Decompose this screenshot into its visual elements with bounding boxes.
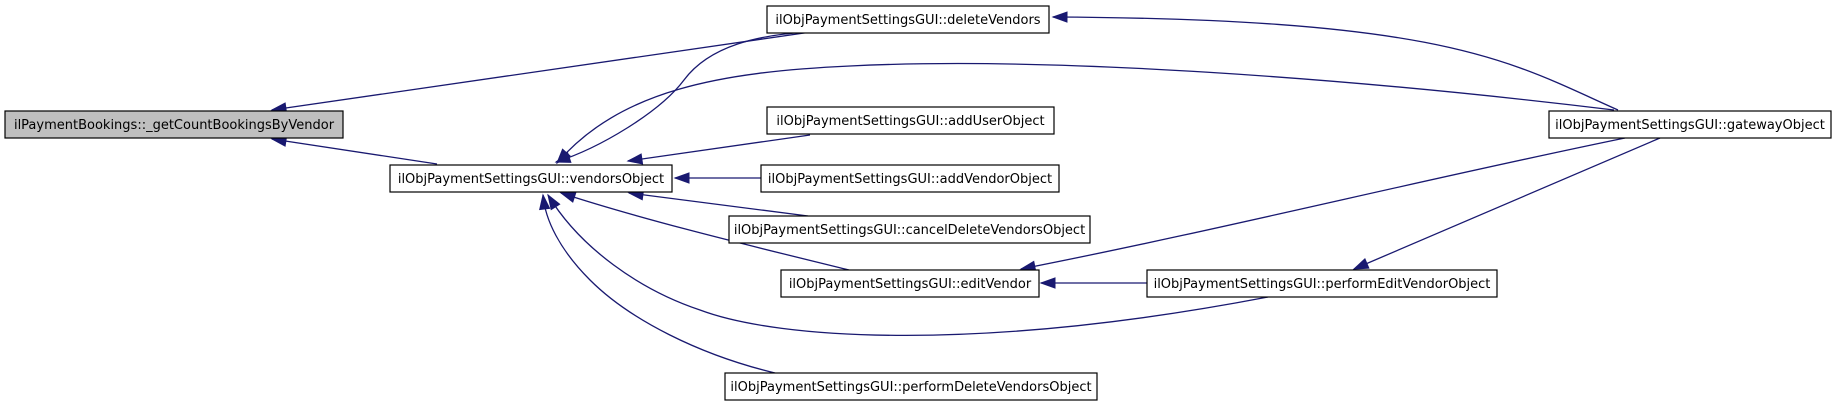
edge-n8-to-n7: [1039, 277, 1147, 289]
node-label: ilObjPaymentSettingsGUI::performDeleteVe…: [730, 380, 1091, 395]
node-label: ilObjPaymentSettingsGUI::deleteVendors: [775, 13, 1040, 28]
edge-line: [560, 192, 850, 271]
edge-n8-to-n2: [547, 193, 1269, 336]
node-box: [4, 110, 344, 139]
edge-line: [542, 194, 776, 374]
node-box: [766, 5, 1050, 34]
edges-layer: [270, 11, 1661, 374]
edge-n4-to-n2: [626, 134, 811, 165]
node-box: [728, 215, 1091, 244]
edge-line: [556, 62, 1615, 164]
arrowhead: [547, 193, 561, 211]
node-label: ilObjPaymentSettingsGUI::addUserObject: [776, 114, 1044, 129]
caller-node[interactable]: ilObjPaymentSettingsGUI::cancelDeleteVen…: [728, 215, 1091, 244]
node-label: ilObjPaymentSettingsGUI::performEditVend…: [1154, 277, 1491, 292]
edge-n5-to-n2: [673, 172, 761, 184]
caller-node[interactable]: ilObjPaymentSettingsGUI::addVendorObject: [760, 164, 1060, 193]
edge-n2-to-n0: [270, 135, 438, 165]
node-box: [766, 106, 1055, 135]
edge-line: [1353, 137, 1661, 270]
node-label: ilPaymentBookings::_getCountBookingsByVe…: [14, 118, 335, 133]
root-node: ilPaymentBookings::_getCountBookingsByVe…: [4, 110, 344, 139]
edge-n3-to-n7: [1019, 137, 1626, 272]
edge-line: [555, 31, 808, 163]
node-label: ilObjPaymentSettingsGUI::addVendorObject: [768, 172, 1052, 187]
node-box: [724, 372, 1098, 401]
edge-n6-to-n2: [627, 189, 809, 217]
caller-node[interactable]: ilObjPaymentSettingsGUI::vendorsObject: [389, 164, 673, 193]
caller-node[interactable]: ilObjPaymentSettingsGUI::editVendor: [780, 269, 1040, 298]
node-label: ilObjPaymentSettingsGUI::gatewayObject: [1555, 118, 1825, 133]
arrowhead: [559, 192, 577, 203]
edge-line: [271, 31, 812, 111]
node-label: ilObjPaymentSettingsGUI::vendorsObject: [398, 172, 664, 187]
edge-line: [1020, 137, 1626, 270]
edge-n3-to-n8: [1352, 137, 1661, 270]
node-box: [1548, 110, 1832, 139]
node-box: [760, 164, 1060, 193]
arrowhead: [1039, 277, 1056, 289]
node-box: [780, 269, 1040, 298]
arrowhead: [539, 193, 551, 211]
arrowhead: [626, 153, 644, 165]
caller-node[interactable]: ilObjPaymentSettingsGUI::addUserObject: [766, 106, 1055, 135]
node-box: [1146, 269, 1498, 298]
arrowhead: [1051, 11, 1068, 23]
edge-line: [271, 138, 438, 165]
edge-n7-to-n2: [559, 192, 850, 271]
node-box: [389, 164, 673, 193]
caller-node[interactable]: ilObjPaymentSettingsGUI::gatewayObject: [1548, 110, 1832, 139]
caller-node[interactable]: ilObjPaymentSettingsGUI::deleteVendors: [766, 5, 1050, 34]
node-label: ilObjPaymentSettingsGUI::editVendor: [789, 277, 1032, 292]
edge-line: [1052, 16, 1619, 111]
arrowhead: [556, 148, 571, 165]
edge-n3-to-n1: [1051, 11, 1619, 111]
arrowhead: [1352, 258, 1370, 270]
edge-n9-to-n2: [539, 193, 776, 374]
edge-n1-to-n2: [554, 31, 808, 163]
edge-n1-to-n0: [270, 31, 812, 114]
arrowhead: [673, 172, 690, 184]
edge-n3-to-n2: [556, 62, 1615, 165]
node-label: ilObjPaymentSettingsGUI::cancelDeleteVen…: [734, 223, 1085, 238]
edge-line: [628, 192, 809, 217]
caller-node[interactable]: ilObjPaymentSettingsGUI::performDeleteVe…: [724, 372, 1098, 401]
caller-node[interactable]: ilObjPaymentSettingsGUI::performEditVend…: [1146, 269, 1498, 298]
edge-line: [627, 134, 811, 162]
nodes-layer: ilPaymentBookings::_getCountBookingsByVe…: [4, 5, 1832, 401]
edge-line: [547, 194, 1269, 336]
